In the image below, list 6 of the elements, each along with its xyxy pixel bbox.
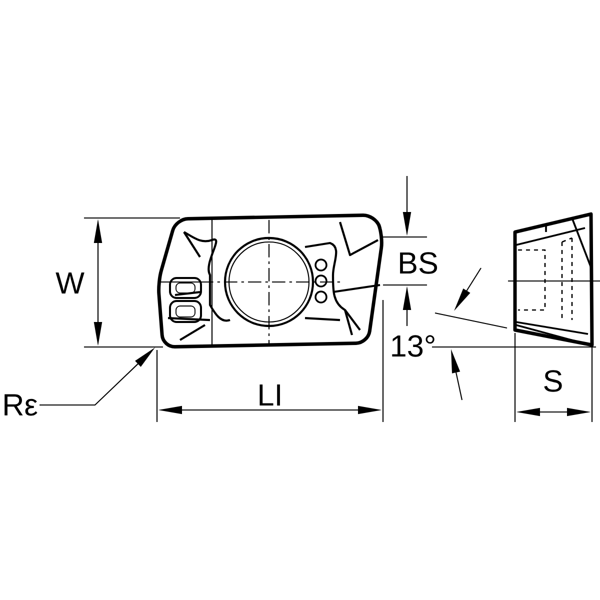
dimension-label: 13° [392,335,434,357]
insert-front-view-drawing [157,214,384,348]
dimension-label: S [544,370,562,392]
dimension-label: LI [260,384,280,406]
dimension-label: W [56,272,84,294]
callout-label: Rε [4,394,38,416]
